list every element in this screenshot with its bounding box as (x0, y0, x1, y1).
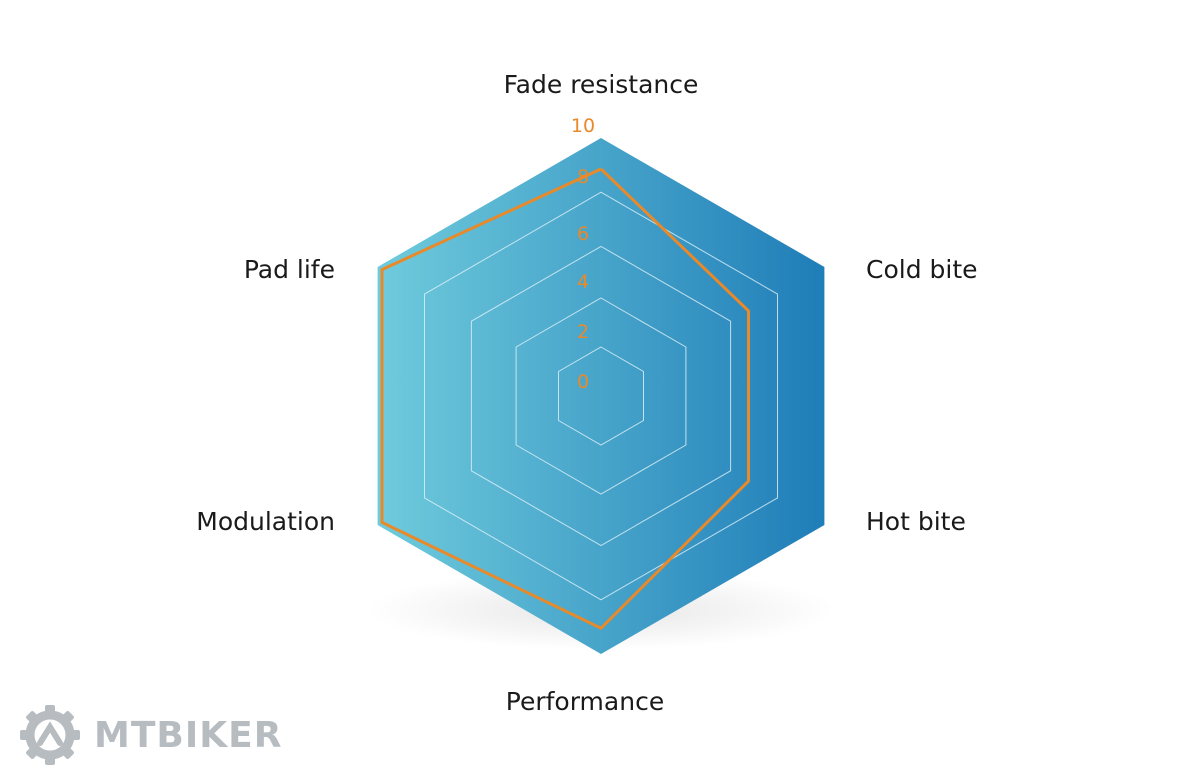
tick-label-8: 8 (577, 166, 589, 188)
axis-label-performance: Performance (506, 687, 664, 716)
tick-label-6: 6 (577, 223, 589, 245)
gear-mark (37, 721, 63, 746)
tick-label-4: 4 (577, 271, 589, 293)
watermark: MTBIKER (18, 700, 282, 770)
grid-ring-2 (515, 297, 687, 495)
axis-label-hot-bite: Hot bite (866, 507, 966, 536)
tick-label-0: 0 (577, 371, 589, 393)
radar-grid (424, 191, 778, 601)
radial-tick-labels: 0 2 4 6 8 10 (571, 115, 595, 393)
series-line (380, 167, 750, 631)
axis-label-pad-life: Pad life (244, 255, 335, 284)
grid-ring-1 (558, 346, 644, 446)
axis-label-modulation: Modulation (196, 507, 335, 536)
gear-icon (20, 705, 80, 765)
tick-label-2: 2 (577, 321, 589, 343)
axis-label-fade-resistance: Fade resistance (504, 70, 699, 99)
watermark-text: MTBIKER (94, 714, 283, 756)
grid-ring-4 (424, 191, 778, 601)
axis-label-cold-bite: Cold bite (866, 255, 978, 284)
gear-ring (25, 710, 75, 760)
grid-ring-3 (470, 245, 732, 547)
radar-background (377, 138, 825, 654)
tick-label-10: 10 (571, 115, 595, 137)
